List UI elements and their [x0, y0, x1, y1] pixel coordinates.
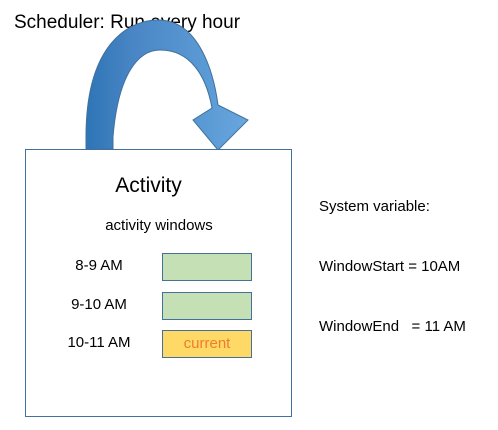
system-variable-window-start: WindowStart = 10AM: [319, 258, 461, 275]
system-variable-window-end: WindowEnd = 11 AM: [319, 318, 466, 335]
system-variables-heading: System variable:: [319, 198, 430, 215]
window-label: 9-10 AM: [71, 296, 127, 313]
window-slot-done: [162, 253, 252, 281]
window-slot-current: current: [162, 330, 252, 358]
window-slot-done: [162, 292, 252, 320]
activity-title: Activity: [115, 174, 182, 197]
window-label: 10-11 AM: [67, 334, 131, 351]
activity-box: Activity activity windows 8-9 AM 9-10 AM…: [25, 149, 292, 417]
activity-window-row: 9-10 AM: [26, 290, 291, 320]
activity-windows-heading: activity windows: [105, 217, 213, 234]
activity-window-row: 10-11 AM current: [26, 328, 291, 358]
window-label: 8-9 AM: [75, 257, 123, 274]
loop-arrow-body: [85, 19, 249, 151]
system-variables-panel: System variable: WindowStart = 10AM Wind…: [319, 157, 466, 377]
activity-window-row: 8-9 AM: [26, 251, 291, 281]
